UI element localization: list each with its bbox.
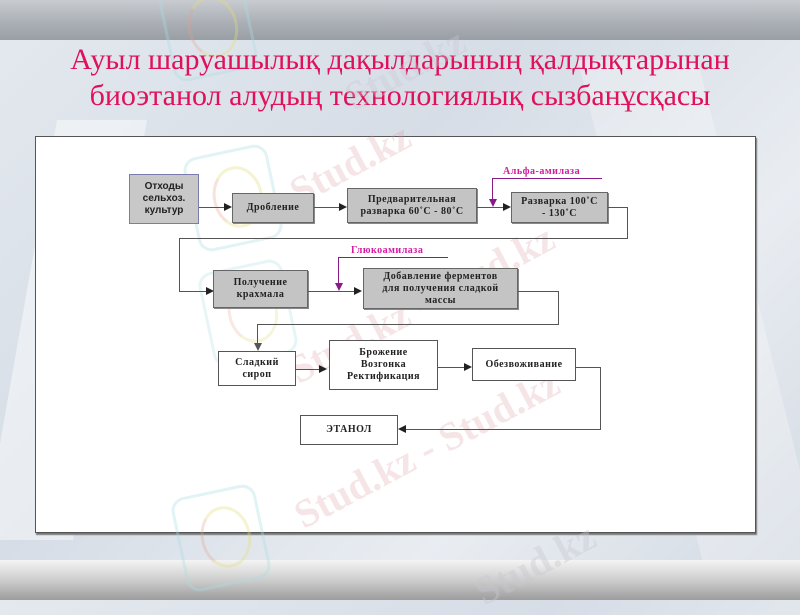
- node-starch: Получение крахмала: [213, 270, 308, 308]
- edge-syrup-fermentation: [296, 369, 320, 370]
- arrow-right-icon: [339, 203, 347, 211]
- node-waste: Отходы сельхоз. культур: [129, 174, 199, 224]
- node-ethanol: ЭТАНОЛ: [300, 415, 398, 445]
- edge-enzymes-syrup: [257, 324, 258, 344]
- slide-title: Ауыл шаруашылық дақылдарының қалдықтарын…: [0, 42, 800, 114]
- arrow-right-icon: [354, 287, 362, 295]
- title-line-1: Ауыл шаруашылық дақылдарының қалдықтарын…: [70, 43, 730, 76]
- node-pre-cooking: Предварительная разварка 60˚С - 80˚С: [347, 188, 477, 223]
- enzyme-line-gluco-vertical: [338, 257, 339, 284]
- edge-cooking-starch: [179, 238, 628, 239]
- edge-enzymes-syrup: [518, 291, 558, 292]
- enzyme-line-alpha: [492, 178, 602, 179]
- title-line-2: биоэтанол алудың технологиялық сызбанұсқ…: [89, 79, 711, 112]
- arrow-down-icon: [489, 199, 497, 207]
- edge-enzymes-syrup: [257, 324, 559, 325]
- edge-starch-enzymes: [308, 291, 355, 292]
- node-dehydration: Обезвоживание: [472, 348, 576, 381]
- edge-waste-crushing: [199, 207, 225, 208]
- edge-dehydration-ethanol: [576, 367, 600, 368]
- edge-crushing-precooking: [314, 207, 340, 208]
- enzyme-label-alpha: Альфа-амилаза: [503, 166, 581, 177]
- arrow-right-icon: [503, 203, 511, 211]
- edge-dehydration-ethanol: [405, 429, 601, 430]
- edge-cooking-starch: [179, 238, 180, 291]
- node-syrup: Сладкий сироп: [218, 351, 296, 386]
- node-enzymes: Добавление ферментов для получения сладк…: [363, 268, 518, 309]
- enzyme-line-gluco: [338, 257, 448, 258]
- edge-cooking-starch: [179, 291, 207, 292]
- arrow-down-icon: [335, 283, 343, 291]
- node-cooking: Разварка 100˚С - 130˚С: [511, 192, 608, 223]
- node-fermentation: Брожение Возгонка Ректификация: [329, 340, 438, 390]
- edge-cooking-starch: [627, 207, 628, 238]
- arrow-right-icon: [206, 287, 214, 295]
- arrow-down-icon: [254, 343, 262, 351]
- edge-cooking-starch: [608, 207, 627, 208]
- top-bar: [0, 0, 800, 40]
- node-crushing: Дробление: [232, 193, 314, 223]
- arrow-right-icon: [464, 363, 472, 371]
- enzyme-line-alpha-vertical: [492, 178, 493, 200]
- bottom-bar: [0, 560, 800, 600]
- edge-dehydration-ethanol: [600, 367, 601, 429]
- arrow-right-icon: [224, 203, 232, 211]
- arrow-right-icon: [319, 365, 327, 373]
- enzyme-label-gluco: Глюкоамилаза: [351, 245, 424, 256]
- edge-enzymes-syrup: [558, 291, 559, 324]
- arrow-left-icon: [398, 425, 406, 433]
- edge-fermentation-dehydration: [438, 367, 465, 368]
- edge-precooking-cooking: [477, 207, 504, 208]
